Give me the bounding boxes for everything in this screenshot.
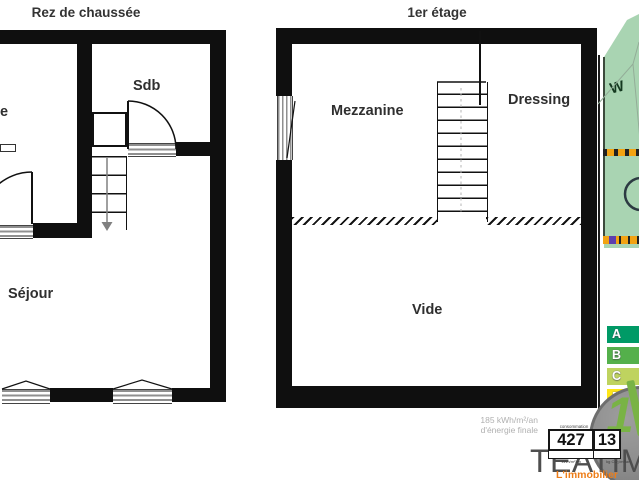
window-leaf-symbol-left (1, 380, 51, 390)
cutoff-fixture (0, 144, 16, 152)
entry-door-threshold (0, 225, 33, 239)
ground-wall-inner-vertical (77, 44, 92, 238)
final-energy-line2: d'énergie finale (480, 425, 538, 435)
ground-wall-right (210, 30, 226, 402)
mezzanine-window (277, 96, 293, 160)
ground-wall-inner-horizontal (33, 223, 92, 238)
sejour-window-left (2, 389, 50, 404)
consumption-unit: kWh/m²/an (561, 459, 581, 464)
ground-floor-title: Rez de chaussée (31, 5, 141, 20)
emissions-unit: kg CO₂/m²/an (606, 459, 631, 464)
first-wall-bottom (276, 386, 597, 408)
room-label-mezzanine: Mezzanine (331, 103, 404, 119)
ground-wall-top (0, 30, 226, 44)
consumption-value: 427 (548, 429, 594, 451)
room-label-sdb: Sdb (133, 78, 161, 94)
first-floor-title: 1er étage (407, 5, 467, 20)
final-energy-text: 185 kWh/m²/an d'énergie finale (438, 415, 538, 435)
window-leaf-symbol-right (112, 379, 173, 390)
image-divider-line (598, 55, 600, 412)
first-floor-stairs (437, 82, 488, 222)
room-label-dressing: Dressing (508, 92, 571, 108)
ground-wall-sdb-bottom (176, 142, 210, 156)
entry-door-arc (0, 171, 33, 184)
first-wall-right (581, 28, 597, 408)
cadastral-map-fragment (600, 10, 639, 250)
energy-bar-a: A (607, 326, 639, 343)
ground-wall-bottom-right (172, 388, 226, 402)
first-wall-top (276, 28, 597, 44)
ground-wall-bottom-left (50, 388, 113, 402)
map-parcel-area (604, 14, 639, 248)
room-label-sejour: Séjour (8, 286, 54, 302)
emissions-value: 13 (593, 429, 621, 451)
mezzanine-railing-right (486, 217, 581, 225)
mezzanine-railing-left (292, 217, 437, 225)
map-dashed-border-purple-mark (609, 236, 616, 244)
energy-bar-b: B (607, 347, 639, 364)
agency-tagline: L'immobilier (556, 469, 619, 480)
room-label-partial: e (0, 104, 9, 120)
first-wall-left-lower (276, 160, 292, 408)
map-dashed-border-bottom (603, 236, 639, 244)
closet-outline (92, 112, 127, 147)
sdb-door-arc (127, 100, 177, 150)
map-dashed-border-top (603, 149, 639, 156)
final-energy-line1: 185 kWh/m²/an (480, 415, 538, 425)
ground-stairs (92, 156, 127, 230)
first-wall-left-upper (276, 28, 292, 96)
consumption-label-line1: consommation (559, 424, 589, 430)
sejour-window-right (113, 389, 172, 404)
room-label-vide: Vide (412, 302, 443, 318)
sdb-door-threshold (128, 143, 176, 157)
